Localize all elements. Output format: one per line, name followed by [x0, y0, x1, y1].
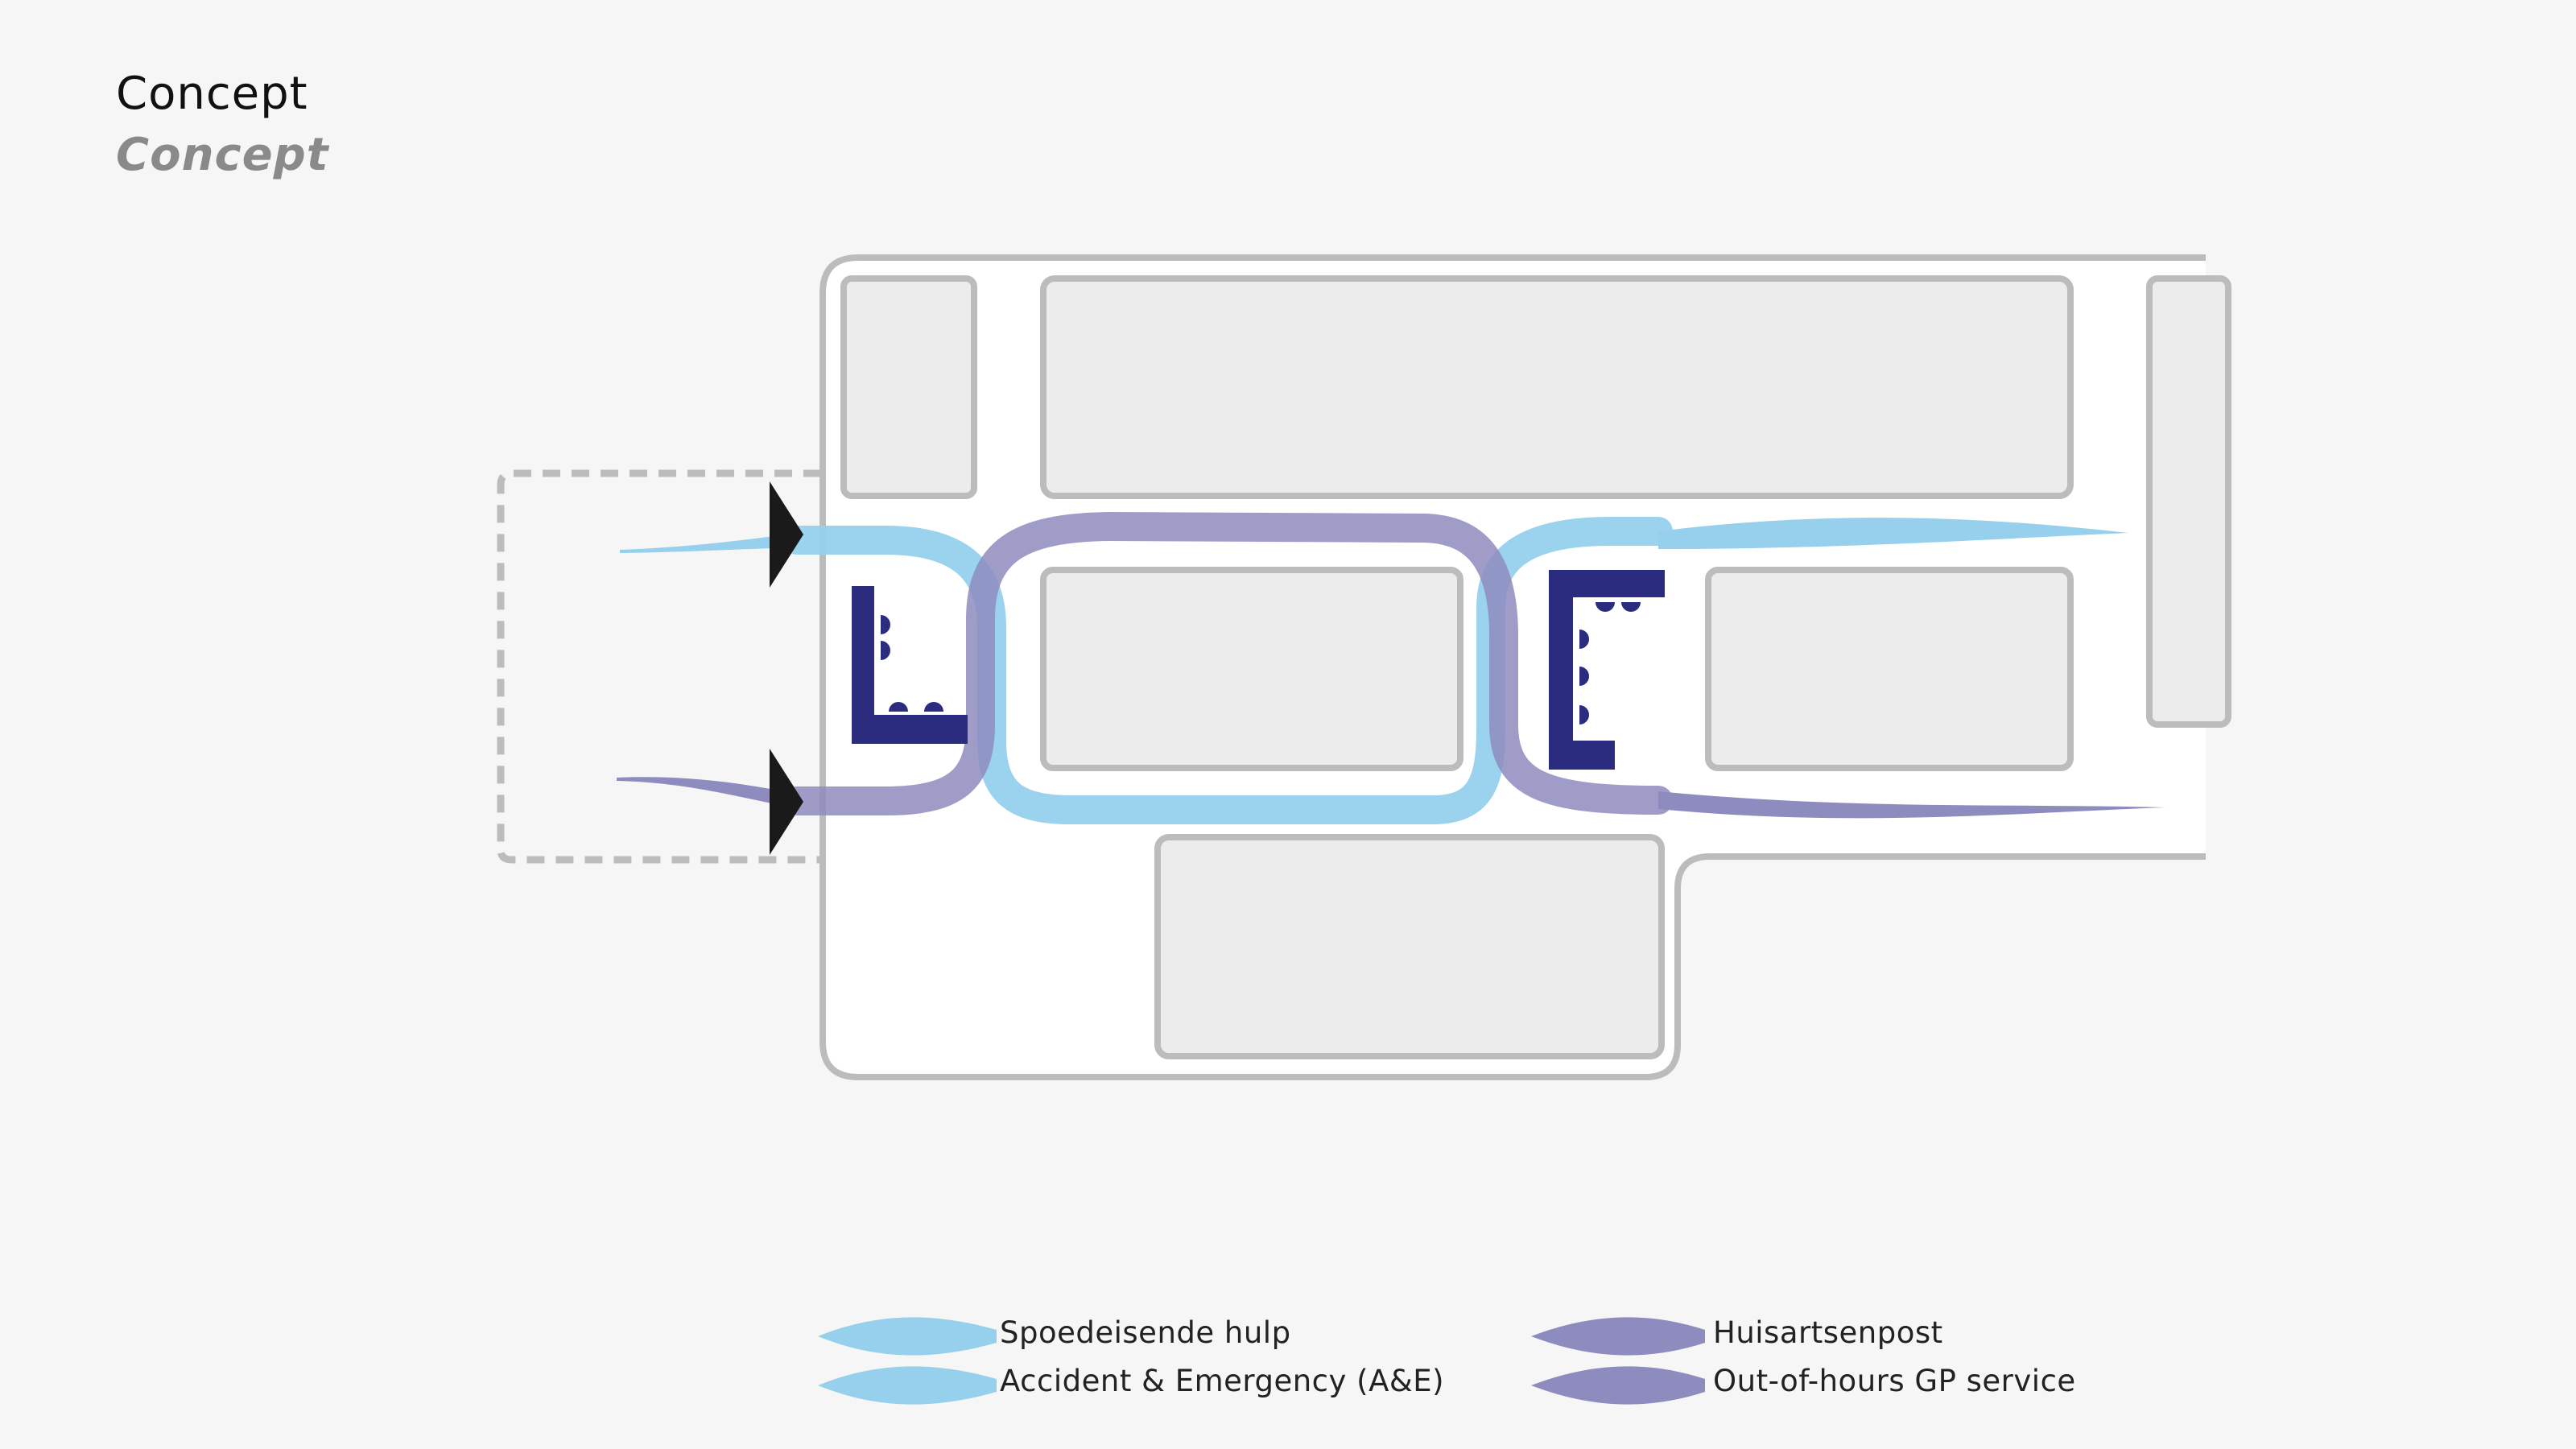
legend-swatch-gp-en [1531, 1366, 1705, 1405]
gp-route [782, 511, 1673, 815]
ae-route-tail-right [1658, 518, 2128, 549]
legend-swatch-gp-nl [1531, 1317, 1705, 1356]
gp-route-tail-left [617, 777, 797, 808]
page-title: Concept [116, 68, 308, 120]
ae-route-tail-left [620, 533, 797, 553]
room-top-left [840, 275, 977, 499]
gp-entrance-triangle-arrow-icon [770, 749, 803, 855]
room-middle-left [1040, 567, 1463, 771]
legend-swatch-ae-nl [818, 1317, 997, 1356]
legend-label-ae-en: Accident & Emergency (A&E) [1000, 1364, 1445, 1398]
entrance-canopy [497, 469, 821, 864]
room-bottom [1154, 834, 1665, 1059]
gp-reception-desk-icon [1549, 570, 1665, 770]
room-middle-right [1705, 567, 2074, 771]
legend-label-gp-nl: Huisartsenpost [1713, 1315, 1943, 1350]
room-top-center [1040, 275, 2074, 499]
legend-label-ae-nl: Spoedeisende hulp [1000, 1315, 1291, 1350]
legend-label-gp-en: Out-of-hours GP service [1713, 1364, 2076, 1398]
page-subtitle: Concept [116, 129, 329, 181]
ae-entrance-triangle-arrow-icon [770, 481, 803, 588]
gp-route-tail-right [1658, 791, 2165, 819]
legend-swatch-ae-en [818, 1366, 997, 1405]
ae-reception-desk-icon [852, 586, 968, 744]
room-right-edge [2146, 275, 2231, 728]
